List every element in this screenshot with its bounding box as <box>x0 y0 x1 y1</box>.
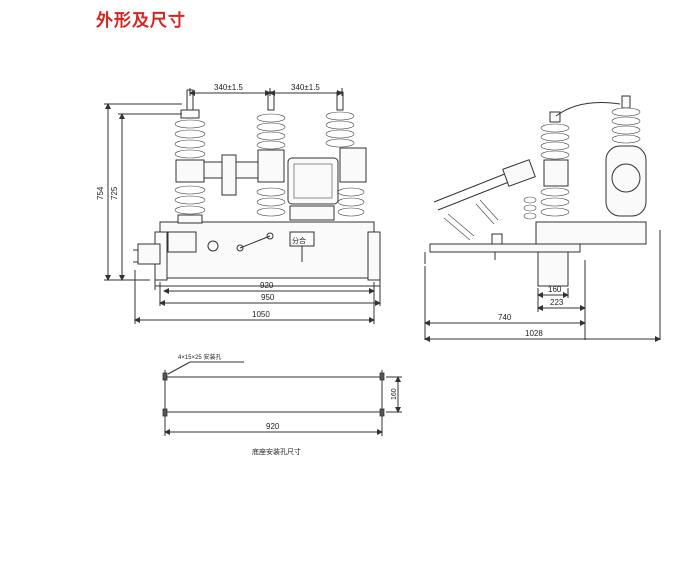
dim-1028: 1028 <box>525 329 543 338</box>
insulator-left <box>174 89 206 224</box>
dim-1050: 1050 <box>252 310 270 319</box>
base-hole-view: 4×15×25 安装孔 160 920 底座安装孔尺寸 <box>162 353 402 456</box>
insulator-right <box>325 91 367 217</box>
side-insulator-left <box>540 111 570 217</box>
side-view <box>424 95 647 287</box>
dim-223: 223 <box>550 298 564 307</box>
front-ct-box <box>287 157 339 205</box>
side-arrester <box>433 159 536 245</box>
hole-note: 4×15×25 安装孔 <box>178 353 221 361</box>
dim-base-920: 920 <box>266 422 280 431</box>
dim-950: 950 <box>261 293 275 302</box>
page-title: 外形及尺寸 <box>96 11 186 31</box>
front-nameplate <box>167 231 197 253</box>
front-right-leg <box>367 231 381 281</box>
insulator-middle <box>256 91 286 217</box>
front-dimensions: 340±1.5 340±1.5 754 725 920 950 1050 <box>96 83 381 324</box>
dim-pitch-left: 340±1.5 <box>214 83 243 92</box>
dim-160: 160 <box>548 285 562 294</box>
base-caption: 底座安装孔尺寸 <box>252 447 301 456</box>
side-dimensions: 160 223 740 1028 <box>424 230 661 342</box>
front-flange <box>221 154 237 196</box>
dim-740: 740 <box>498 313 512 322</box>
side-lower-box <box>537 251 569 287</box>
front-ct-base <box>289 205 335 221</box>
side-pole <box>523 196 537 220</box>
dim-base-160: 160 <box>391 388 398 400</box>
front-view: 分合 <box>133 89 381 290</box>
side-frame <box>535 221 647 245</box>
dim-pitch-right: 340±1.5 <box>291 83 320 92</box>
dim-height-inner: 725 <box>110 186 119 200</box>
side-cable <box>555 102 621 117</box>
dim-height-outer: 754 <box>96 186 105 200</box>
switch-indicator-label: 分合 <box>292 236 306 245</box>
front-handle-bracket <box>137 243 161 265</box>
side-insulator-right <box>605 95 647 217</box>
dim-920: 920 <box>260 281 274 290</box>
side-platform <box>429 243 581 253</box>
